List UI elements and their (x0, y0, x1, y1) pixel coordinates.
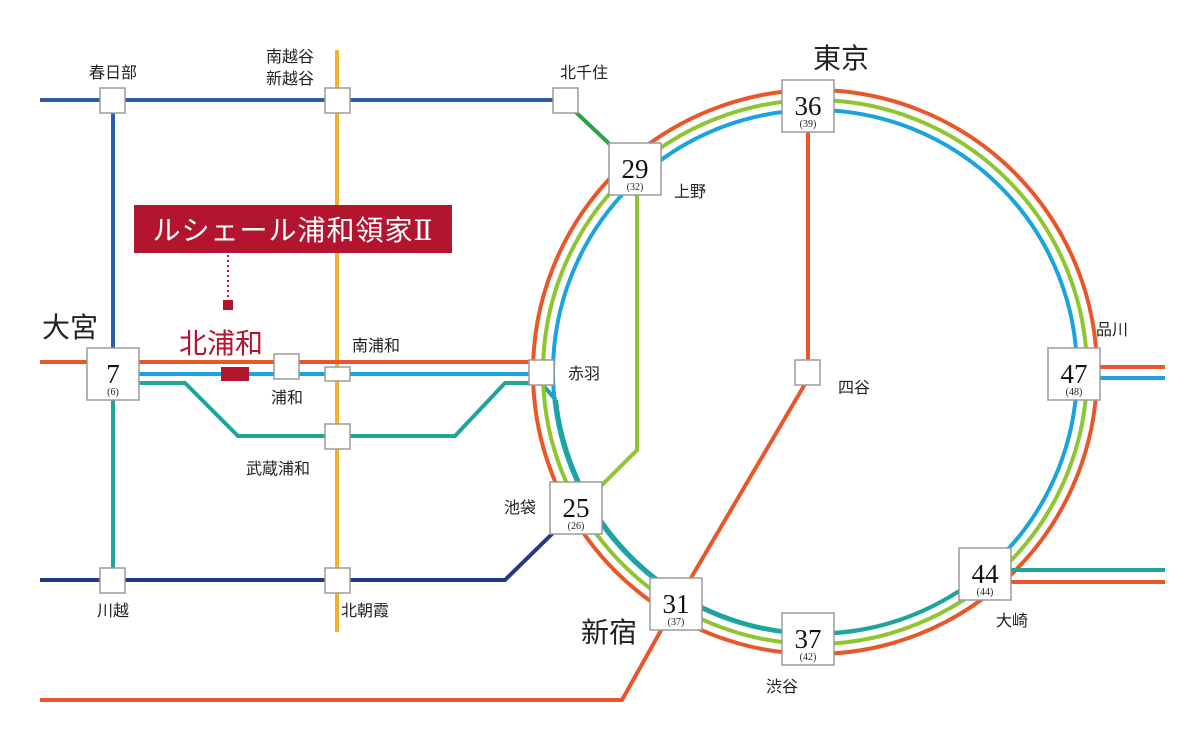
time-shinjuku: 31 (663, 589, 690, 619)
station-box-kitaasaka (324, 567, 351, 594)
label-shibuya: 渋谷 (766, 677, 798, 696)
property-name-banner: ルシェール浦和領家Ⅱ (134, 205, 452, 253)
station-box-musashiurawa (324, 423, 351, 450)
time-box-ikebukuro (549, 481, 603, 535)
time-omiya-alt: (6) (107, 387, 119, 398)
time-box-shinagawa (1047, 347, 1101, 401)
time-omiya: 7 (106, 359, 120, 389)
station-box-akabane (528, 359, 555, 386)
time-osaki-alt: (44) (977, 587, 994, 598)
label-kitaurawa: 北浦和 (179, 327, 263, 360)
station-box-urawa (273, 353, 300, 380)
time-box-ueno (608, 142, 662, 196)
label-ikebukuro: 池袋 (504, 498, 536, 517)
station-box-kasukabe (99, 87, 126, 114)
label-akabane: 赤羽 (568, 364, 600, 383)
station-box-kawagoe (99, 567, 126, 594)
time-shinagawa-alt: (48) (1066, 387, 1083, 398)
time-shinagawa: 47 (1061, 359, 1088, 389)
time-ueno: 29 (622, 154, 649, 184)
station-box-yotsuya (794, 359, 821, 386)
line-ueno-tokyo-green (580, 195, 639, 507)
time-box-tokyo (781, 79, 835, 133)
property-name: ルシェール浦和領家Ⅱ (152, 214, 434, 247)
label-kitaasaka: 北朝霞 (341, 601, 389, 620)
label-kitasenju: 北千住 (560, 63, 608, 82)
station-box-kitasenju (552, 87, 579, 114)
label-shinjuku: 新宿 (581, 616, 637, 649)
time-box-osaki (958, 547, 1012, 601)
time-shibuya: 37 (795, 624, 822, 654)
label-kasukabe: 春日部 (89, 63, 137, 82)
label-osaki: 大崎 (996, 611, 1028, 630)
label-shinkoshigaya: 新越谷 (266, 69, 314, 88)
time-box-omiya (86, 347, 140, 401)
label-kawagoe: 川越 (97, 601, 129, 620)
label-tokyo: 東京 (813, 42, 869, 75)
label-yotsuya: 四谷 (838, 378, 870, 397)
line-tobu-tojo (40, 531, 555, 582)
property-marker (223, 300, 233, 310)
time-box-shinjuku (649, 577, 703, 631)
ring-saikyo-south (554, 399, 987, 636)
station-box-minamikoshigaya (324, 87, 351, 114)
station-box-minamiurawa (324, 366, 351, 382)
time-tokyo: 36 (795, 91, 822, 121)
time-tokyo-alt: (39) (800, 119, 817, 130)
time-osaki: 44 (972, 559, 1000, 589)
kitaurawa-station-marker (221, 367, 249, 381)
label-shinagawa: 品川 (1096, 320, 1128, 339)
label-minamiurawa: 南浦和 (352, 336, 400, 355)
label-minamikoshigaya: 南越谷 (266, 47, 314, 66)
time-ikebukuro: 25 (563, 493, 590, 523)
time-ikebukuro-alt: (26) (568, 521, 585, 532)
label-omiya: 大宮 (42, 311, 98, 344)
line-chuo-yotsuya-shinjuku (40, 382, 807, 702)
time-ueno-alt: (32) (627, 182, 644, 193)
time-shinjuku-alt: (37) (668, 617, 685, 628)
label-urawa: 浦和 (271, 388, 303, 407)
time-box-shibuya (781, 612, 835, 666)
time-shibuya-alt: (42) (800, 652, 817, 663)
label-musashiurawa: 武蔵浦和 (246, 459, 310, 478)
label-ueno: 上野 (674, 182, 706, 201)
